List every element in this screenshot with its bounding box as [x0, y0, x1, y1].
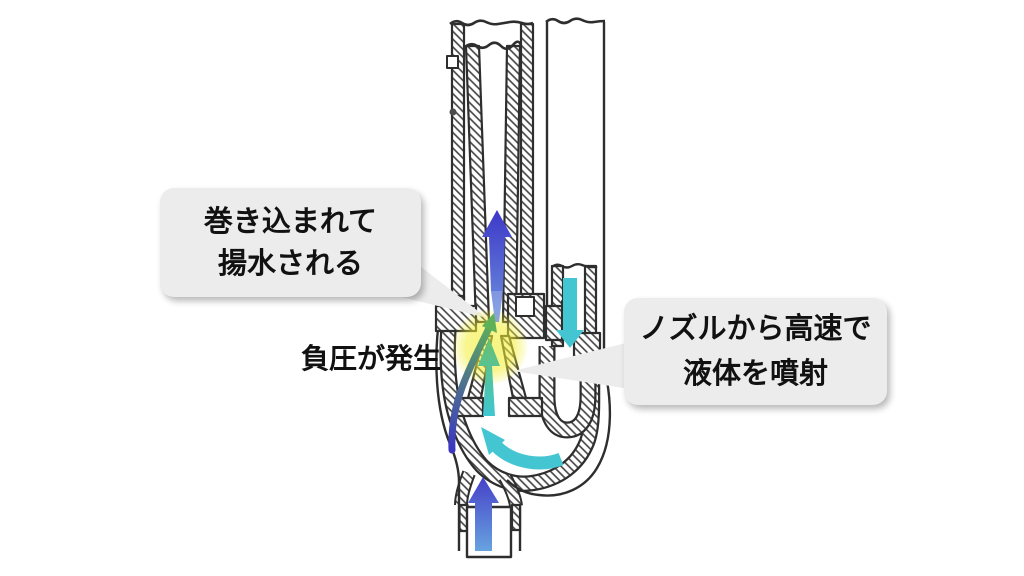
negative-pressure-label: 負圧が発生 — [301, 343, 442, 374]
downward-drive-arrow — [556, 278, 584, 348]
callout-text-line: 液体を噴射 — [682, 357, 828, 390]
callout-text-line: ノズルから高速で — [639, 312, 872, 345]
nozzle-jet-arrow — [478, 338, 500, 416]
drive-pipe-u-bend — [538, 346, 597, 439]
inlet-suction-arrow — [468, 477, 499, 551]
bolt-dot — [449, 108, 457, 116]
volute-curve-arrow — [481, 427, 564, 470]
right-bubble-tail — [513, 342, 630, 389]
nozzle-callout-bubble: ノズルから高速で 液体を噴射 — [624, 298, 887, 405]
entrainment-callout-bubble: 巻き込まれて 揚水される — [160, 188, 421, 297]
entrainment-arrow — [448, 313, 497, 454]
callout-text-line: 揚水される — [217, 247, 363, 280]
flow-arrows — [448, 210, 584, 551]
callout-text-line: 巻き込まれて — [203, 205, 378, 238]
